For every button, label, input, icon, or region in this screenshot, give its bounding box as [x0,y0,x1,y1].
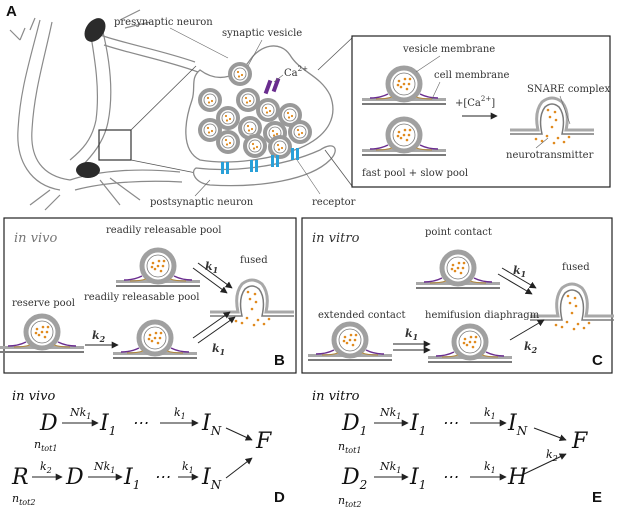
label-vesicle-membrane: vesicle membrane [402,44,495,55]
e-row2-H: H [507,465,528,490]
postsynaptic-membrane [192,145,336,187]
label-hemifusion: hemifusion diaphragm [425,310,540,321]
label-point-contact: point contact [425,227,492,238]
d-row1-IN: IN [201,411,222,438]
b-k1-bottom: k1 [212,342,225,357]
receptors [221,148,299,174]
d-row1-rate2: k1 [174,406,186,421]
e-row1-rate1: Nk1 [379,406,401,421]
label-synaptic-vesicle: synaptic vesicle [222,28,302,39]
label-cell-membrane: cell membrane [434,70,510,81]
panel-c-title: in vitro [312,231,360,246]
e-row2-rate2: k1 [484,460,496,475]
d-row2-D: D [65,465,84,490]
e-row1-ntot: ntot1 [338,440,361,455]
panel-e-title: in vitro [312,389,360,404]
label-postsynaptic: postsynaptic neuron [150,197,254,208]
panel-d: in vivo D ntot1 Nk1 I1 ⋯ k1 IN F R ntot2… [11,389,285,507]
b-k1-top: k1 [205,260,218,275]
d-row2-I1: I1 [123,465,140,492]
label-reserve: reserve pool [12,298,75,309]
d-row2-rate1: Nk1 [93,460,115,475]
c-k1-bottom: k1 [405,327,418,342]
zoom-box [98,129,132,161]
d-row1-ntot: ntot1 [34,438,57,453]
panel-e: in vitro D1 ntot1 Nk1 I1 ⋯ k1 IN F k2 D2… [312,389,602,509]
e-row2-ntot: ntot2 [338,494,361,509]
calcium-channel-left [263,79,273,95]
label-fused-b: fused [240,255,268,266]
panel-b-title: in vivo [14,231,58,246]
b-k2: k2 [92,329,106,344]
label-neurotransmitter: neurotransmitter [506,150,594,161]
d-row1-dots: ⋯ [132,413,148,432]
d-row2-rate2: k1 [182,460,194,475]
neuron-body-bottom [76,162,100,178]
d-F: F [255,429,272,454]
d-row2-ntot: ntot2 [12,492,35,507]
label-rrp-bottom: readily releasable pool [84,292,200,303]
label-pools: fast pool + slow pool [362,168,468,179]
d-row1-D: D [39,411,58,436]
e-row1-dots: ⋯ [442,413,458,432]
c-k1-top: k1 [513,264,526,279]
e-row2-D: D2 [341,465,367,492]
panel-d-letter: D [274,489,285,506]
panel-b-letter: B [274,352,285,369]
label-extended: extended contact [318,310,406,321]
label-rrp-top: readily releasable pool [106,225,222,236]
label-ca: Ca2+ [284,65,308,79]
e-row2-dots: ⋯ [442,467,458,486]
c-k2: k2 [524,340,538,355]
e-row1-I1: I1 [409,411,426,438]
neuron-body-top [84,18,106,42]
panel-c: in vitro point contact fused extended co… [301,217,616,374]
e-row2-rate1: Nk1 [379,460,401,475]
label-fused-c: fused [562,262,590,273]
e-row2-I1: I1 [409,465,426,492]
calcium-channel-right [271,77,281,93]
d-row2-dots: ⋯ [154,467,170,486]
d-row1-I1: I1 [99,411,116,438]
panel-a-letter: A [6,3,17,20]
inset-box [351,35,611,188]
d-row2-IN: IN [201,465,222,492]
e-row1-rate2: k1 [484,406,496,421]
panel-b: in vivo readily releasable pool fused re… [0,217,297,374]
zoom-line-top [130,65,197,131]
neuron-sketch [9,9,199,211]
e-F: F [571,429,588,454]
panel-a: A presynaptic neuron [6,3,611,211]
panel-c-letter: C [592,352,603,369]
d-row1-rate1: Nk1 [69,406,91,421]
e-k2: k2 [546,448,558,463]
label-ca-trigger: +[Ca2+] [455,95,495,109]
d-row2-R: R [11,465,29,490]
label-presynaptic: presynaptic neuron [114,17,213,28]
d-row2-k2: k2 [40,460,52,475]
panel-d-title: in vivo [12,389,56,404]
label-snare: SNARE complex [527,84,610,95]
e-row1-D: D1 [341,411,367,438]
panel-e-letter: E [592,489,602,506]
e-row1-IN: IN [507,411,528,438]
label-receptor: receptor [312,197,356,208]
